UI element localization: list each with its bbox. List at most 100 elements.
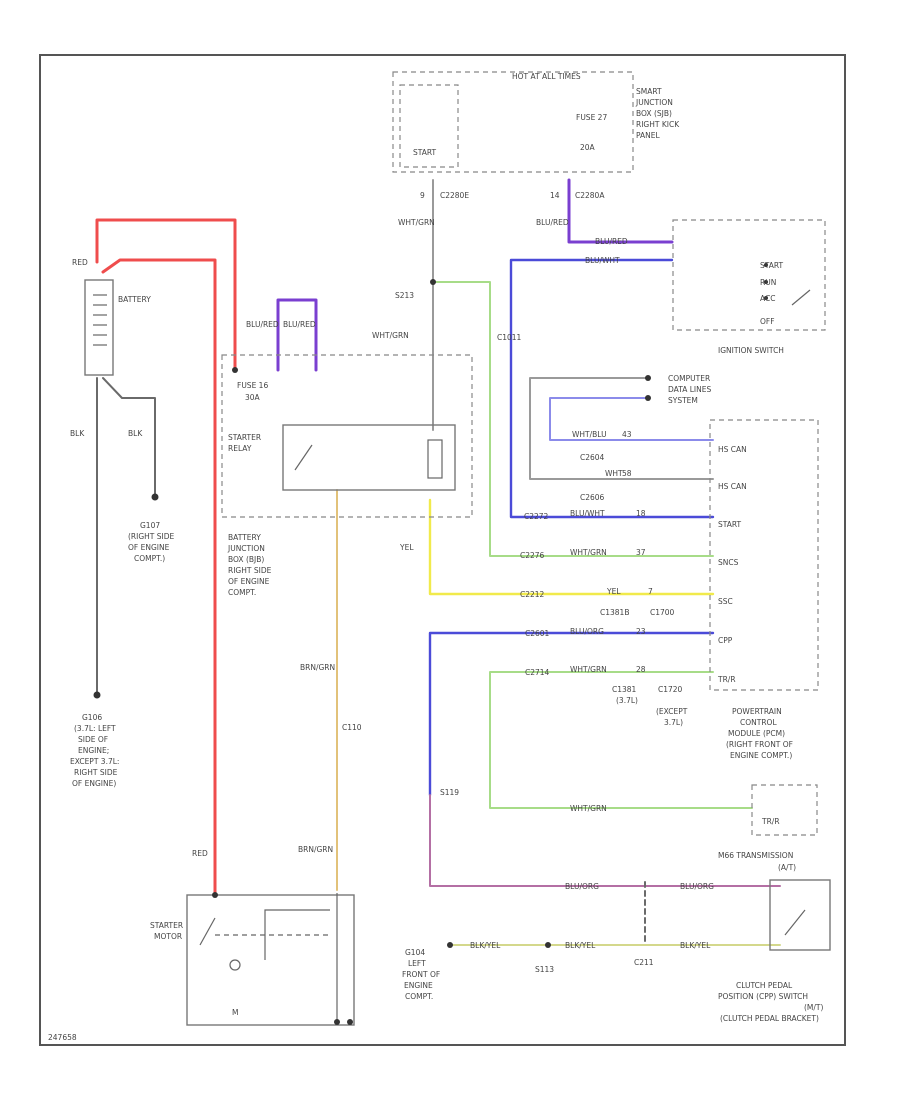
brn-grn-2-label: BRN/GRN bbox=[298, 845, 333, 854]
wht-label: WHT bbox=[605, 469, 623, 478]
c1381-label: C1381 bbox=[612, 685, 637, 694]
s119-label: S119 bbox=[440, 788, 459, 797]
starter-motor-label-2: MOTOR bbox=[154, 932, 182, 941]
blu-red-h-label: BLU/RED bbox=[595, 237, 628, 246]
c2606-label: C2606 bbox=[580, 493, 605, 502]
c211-label: C211 bbox=[634, 958, 654, 967]
pcm-label-2: CONTROL bbox=[740, 718, 777, 727]
cpp-pcm-label: CPP bbox=[718, 636, 733, 645]
c2280a-label: C2280A bbox=[575, 191, 605, 200]
bjb-box bbox=[221, 354, 473, 518]
g107-label-4: COMPT.) bbox=[134, 554, 165, 563]
bjb-label-2: JUNCTION bbox=[227, 544, 265, 553]
except-label-2: 3.7L) bbox=[664, 718, 683, 727]
relay-switch-arm bbox=[294, 444, 313, 471]
wht-blu-label: WHT/BLU bbox=[572, 430, 607, 439]
bjb-label-6: COMPT. bbox=[228, 588, 256, 597]
blu-org-2-label: BLU/ORG bbox=[565, 882, 599, 891]
pin-14-label: 14 bbox=[550, 191, 560, 200]
ignition-switch-arm bbox=[791, 289, 811, 306]
wht-grn-3-label: WHT/GRN bbox=[570, 548, 607, 557]
diagram-id-label: 247658 bbox=[48, 1033, 77, 1042]
battery-plates bbox=[93, 294, 107, 346]
ground-wire-g107 bbox=[102, 377, 156, 496]
tr-r-2-label: TR/R bbox=[761, 817, 780, 826]
fuse-27-label: FUSE 27 bbox=[576, 113, 607, 122]
starter-motor-symbol bbox=[229, 959, 241, 971]
except-label-1: (EXCEPT bbox=[656, 707, 688, 716]
pin-7-label: 7 bbox=[648, 587, 653, 596]
c2601-label: C2601 bbox=[525, 629, 550, 638]
ignition-start-label: START bbox=[760, 261, 784, 270]
g106-label-2: (3.7L: LEFT bbox=[74, 724, 116, 733]
blu-red-vertical-label: BLU/RED bbox=[536, 218, 569, 227]
g104-label-4: ENGINE bbox=[404, 981, 433, 990]
c1011-label: C1011 bbox=[497, 333, 522, 342]
ignition-run-label: RUN bbox=[760, 278, 776, 287]
starter-relay-label-2: RELAY bbox=[228, 444, 252, 453]
wht-grn-2-label: WHT/GRN bbox=[372, 331, 409, 340]
yel-2-label: YEL bbox=[606, 587, 621, 596]
pcm-label-4: (RIGHT FRONT OF bbox=[726, 740, 793, 749]
g104-label-2: LEFT bbox=[408, 959, 426, 968]
sjb-start-subbox bbox=[399, 84, 459, 168]
blk-yel-label: BLK/YEL bbox=[470, 941, 501, 950]
c2272-label: C2272 bbox=[524, 512, 549, 521]
sjb-start-label: START bbox=[413, 148, 437, 157]
g104-label-3: FRONT OF bbox=[402, 970, 440, 979]
starter-motor-label-1: STARTER bbox=[150, 921, 183, 930]
green-wire-trr bbox=[489, 671, 753, 809]
tr-r-label: TR/R bbox=[717, 675, 736, 684]
hs-can-n-label: HS CAN bbox=[718, 482, 747, 491]
blu-org-3-label: BLU/ORG bbox=[680, 882, 714, 891]
transmission-label: M66 TRANSMISSION bbox=[718, 851, 793, 860]
g106-label-6: RIGHT SIDE bbox=[74, 768, 118, 777]
fuse-16-amp: 30A bbox=[245, 393, 261, 402]
junction-dots bbox=[93, 263, 768, 1025]
hot-at-all-times-label: HOT AT ALL TIMES bbox=[512, 72, 581, 81]
gray-wire-hs-can bbox=[529, 377, 714, 480]
c2280e-label: C2280E bbox=[440, 191, 469, 200]
blu-wht-2-label: BLU/WHT bbox=[570, 509, 605, 518]
g104-label-5: COMPT. bbox=[405, 992, 433, 1001]
pin-58-label: 58 bbox=[622, 469, 632, 478]
sjb-label-3: BOX (SJB) bbox=[636, 109, 672, 118]
pin-43-label: 43 bbox=[622, 430, 632, 439]
bjb-label-5: OF ENGINE bbox=[228, 577, 270, 586]
ignition-off-label: OFF bbox=[760, 317, 775, 326]
blk-1-label: BLK bbox=[70, 429, 85, 438]
purple-wire-sjb-to-ignition bbox=[567, 178, 674, 244]
computer-label-2: DATA LINES bbox=[668, 385, 711, 394]
g106-label-7: OF ENGINE) bbox=[72, 779, 116, 788]
red-wire-battery-to-bjb bbox=[95, 218, 237, 372]
g106-label-3: SIDE OF bbox=[78, 735, 108, 744]
transmission-box bbox=[751, 784, 818, 836]
blu-red-a-label: BLU/RED bbox=[246, 320, 279, 329]
computer-label-3: SYSTEM bbox=[668, 396, 698, 405]
battery-label: BATTERY bbox=[118, 295, 151, 304]
c2604-label: C2604 bbox=[580, 453, 605, 462]
mauve-wire-to-cpp-switch bbox=[429, 794, 781, 887]
v6-label: (3.7L) bbox=[616, 696, 638, 705]
pin-23-label: 23 bbox=[636, 627, 646, 636]
starter-relay-box bbox=[282, 424, 456, 491]
sjb-label-2: JUNCTION bbox=[635, 98, 673, 107]
blk-yel-3-label: BLK/YEL bbox=[680, 941, 711, 950]
c1700-label: C1700 bbox=[650, 608, 675, 617]
red-wire-battery-to-starter bbox=[101, 258, 217, 897]
s113-label: S113 bbox=[535, 965, 554, 974]
g106-label-4: ENGINE; bbox=[78, 746, 109, 755]
bjb-label-4: RIGHT SIDE bbox=[228, 566, 272, 575]
pin-18-label: 18 bbox=[636, 509, 646, 518]
at-label: (A/T) bbox=[778, 863, 796, 872]
sjb-label-1: SMART bbox=[636, 87, 662, 96]
relay-coil bbox=[427, 439, 443, 479]
sjb-label-4: RIGHT KICK bbox=[636, 120, 680, 129]
c2714-label: C2714 bbox=[525, 668, 550, 677]
pcm-label-1: POWERTRAIN bbox=[732, 707, 782, 716]
red-top-label: RED bbox=[72, 258, 88, 267]
c110-label: C110 bbox=[342, 723, 362, 732]
blue-wire-ignition-to-pcm-start bbox=[509, 258, 715, 519]
blu-org-label: BLU/ORG bbox=[570, 627, 604, 636]
